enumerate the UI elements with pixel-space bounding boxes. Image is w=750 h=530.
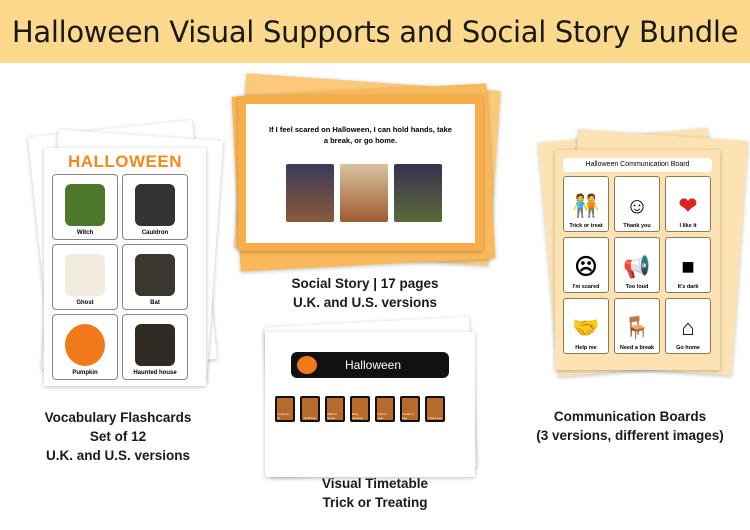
caption-line: Visual Timetable (321, 476, 429, 491)
bat-icon (135, 254, 175, 296)
caption-line: U.K. and U.S. versions (45, 448, 191, 463)
pumpkin-icon (65, 324, 105, 366)
timetable-step-label: Candy in bag (402, 412, 414, 420)
comm-board-caption: Communication Boards (3 versions, differ… (520, 407, 740, 445)
comm-board-page: Halloween Communication Board 🧑‍🤝‍🧑 Trick… (555, 150, 720, 370)
timetable-step: Costume on (275, 396, 295, 422)
caption-line: Set of 12 (89, 429, 147, 444)
story-image-go-home (394, 164, 442, 222)
caption-line: Social Story | 17 pages (291, 276, 439, 291)
pumpkin-icon (297, 356, 317, 374)
story-image-take-break (340, 164, 388, 222)
timetable-step-label: Ring doorbell (352, 412, 363, 420)
symbol-icon: 🪑 (623, 315, 651, 340)
flashcard: Cauldron (122, 174, 188, 240)
symbol-icon: ☺ (625, 193, 649, 218)
comm-board-cell: ❤ I like it (665, 176, 711, 232)
symbol-icon: ■ (681, 254, 695, 279)
timetable-step: Walk to house (325, 396, 345, 422)
haunted-house-icon (135, 324, 175, 366)
comm-board-cell: ☹ I'm scared (563, 237, 609, 293)
comm-board-cell-label: It's dark (677, 284, 699, 290)
comm-board-cell: 📢 Too loud (614, 237, 660, 293)
timetable-step: Ring doorbell (350, 396, 370, 422)
caption-line: Communication Boards (553, 409, 707, 424)
social-story-text: If I feel scared on Halloween, I can hol… (269, 125, 452, 145)
header-banner: Halloween Visual Supports and Social Sto… (0, 0, 750, 63)
story-image-hold-hands (286, 164, 334, 222)
flashcard-label: Ghost (76, 300, 94, 306)
cauldron-icon (135, 184, 175, 226)
comm-board-cell: ■ It's dark (665, 237, 711, 293)
caption-line: U.K. and U.S. versions (292, 295, 438, 310)
flashcard: Witch (52, 174, 118, 240)
comm-board-cell: 🧑‍🤝‍🧑 Trick or treat (563, 176, 609, 232)
comm-board-cell: 🤝 Help me (563, 298, 609, 354)
symbol-icon: 📢 (623, 254, 651, 279)
symbol-icon: ☹ (574, 254, 598, 279)
timetable-caption: Visual Timetable Trick or Treating (275, 474, 475, 512)
flashcard-page-title: HALLOWEEN (67, 152, 183, 171)
symbol-icon: 🤝 (572, 315, 600, 340)
flashcard-label: Witch (76, 230, 94, 236)
flashcard: Ghost (52, 244, 118, 310)
comm-board-cell-label: Too loud (625, 284, 649, 290)
comm-board-cell: 🪑 Need a break (614, 298, 660, 354)
page-title: Halloween Visual Supports and Social Sto… (11, 14, 739, 49)
timetable-step-label: Trick or treat (377, 412, 387, 420)
comm-board-cell-label: I like it (679, 223, 697, 229)
social-story-page: If I feel scared on Halloween, I can hol… (238, 96, 483, 251)
timetable-title-bar: Halloween (291, 352, 449, 378)
flashcard-label: Haunted house (133, 370, 177, 376)
symbol-icon: ⌂ (681, 315, 695, 340)
symbol-icon: 🧑‍🤝‍🧑 (572, 193, 600, 218)
flashcard: Pumpkin (52, 314, 118, 380)
comm-board-cell: ☺ Thank you (614, 176, 660, 232)
comm-board-title: Halloween Communication Board (563, 158, 712, 172)
comm-board-cell-label: Need a break (619, 345, 655, 351)
caption-line: Trick or Treating (322, 495, 428, 510)
comm-board-cell-label: Go home (676, 345, 700, 351)
timetable-step: Trick or treat (375, 396, 395, 422)
timetable-title: Halloween (344, 358, 402, 372)
comm-board-cell-label: Trick or treat (569, 223, 603, 229)
flashcard: Bat (122, 244, 188, 310)
flashcard-label: Bat (150, 300, 160, 306)
timetable-page: Halloween Costume on Hold bag Walk to hous… (265, 332, 475, 477)
flashcard-label: Pumpkin (72, 370, 98, 376)
timetable-step: Candy in bag (400, 396, 420, 422)
caption-line: Vocabulary Flashcards (44, 410, 192, 425)
timetable-step-label: Hold bag (303, 416, 316, 420)
flashcards-caption: Vocabulary Flashcards Set of 12 U.K. and… (20, 408, 216, 465)
symbol-icon: ❤ (678, 193, 698, 218)
ghost-icon (65, 254, 105, 296)
timetable-step-label: Walk to house (327, 412, 337, 420)
caption-line: (3 versions, different images) (536, 428, 724, 443)
comm-board-cell-label: Help me (575, 345, 597, 351)
timetable-step-label: Thank you (427, 416, 442, 420)
comm-board-cell-label: I'm scared (572, 284, 600, 290)
timetable-step: Thank you (425, 396, 445, 422)
flashcard-label: Cauldron (141, 230, 169, 236)
timetable-step-label: Costume on (277, 412, 290, 420)
flashcard: Haunted house (122, 314, 188, 380)
comm-board-cell-label: Thank you (623, 223, 651, 229)
witch-icon (65, 184, 105, 226)
comm-board-cell: ⌂ Go home (665, 298, 711, 354)
social-story-caption: Social Story | 17 pages U.K. and U.S. ve… (255, 274, 475, 312)
timetable-step: Hold bag (300, 396, 320, 422)
